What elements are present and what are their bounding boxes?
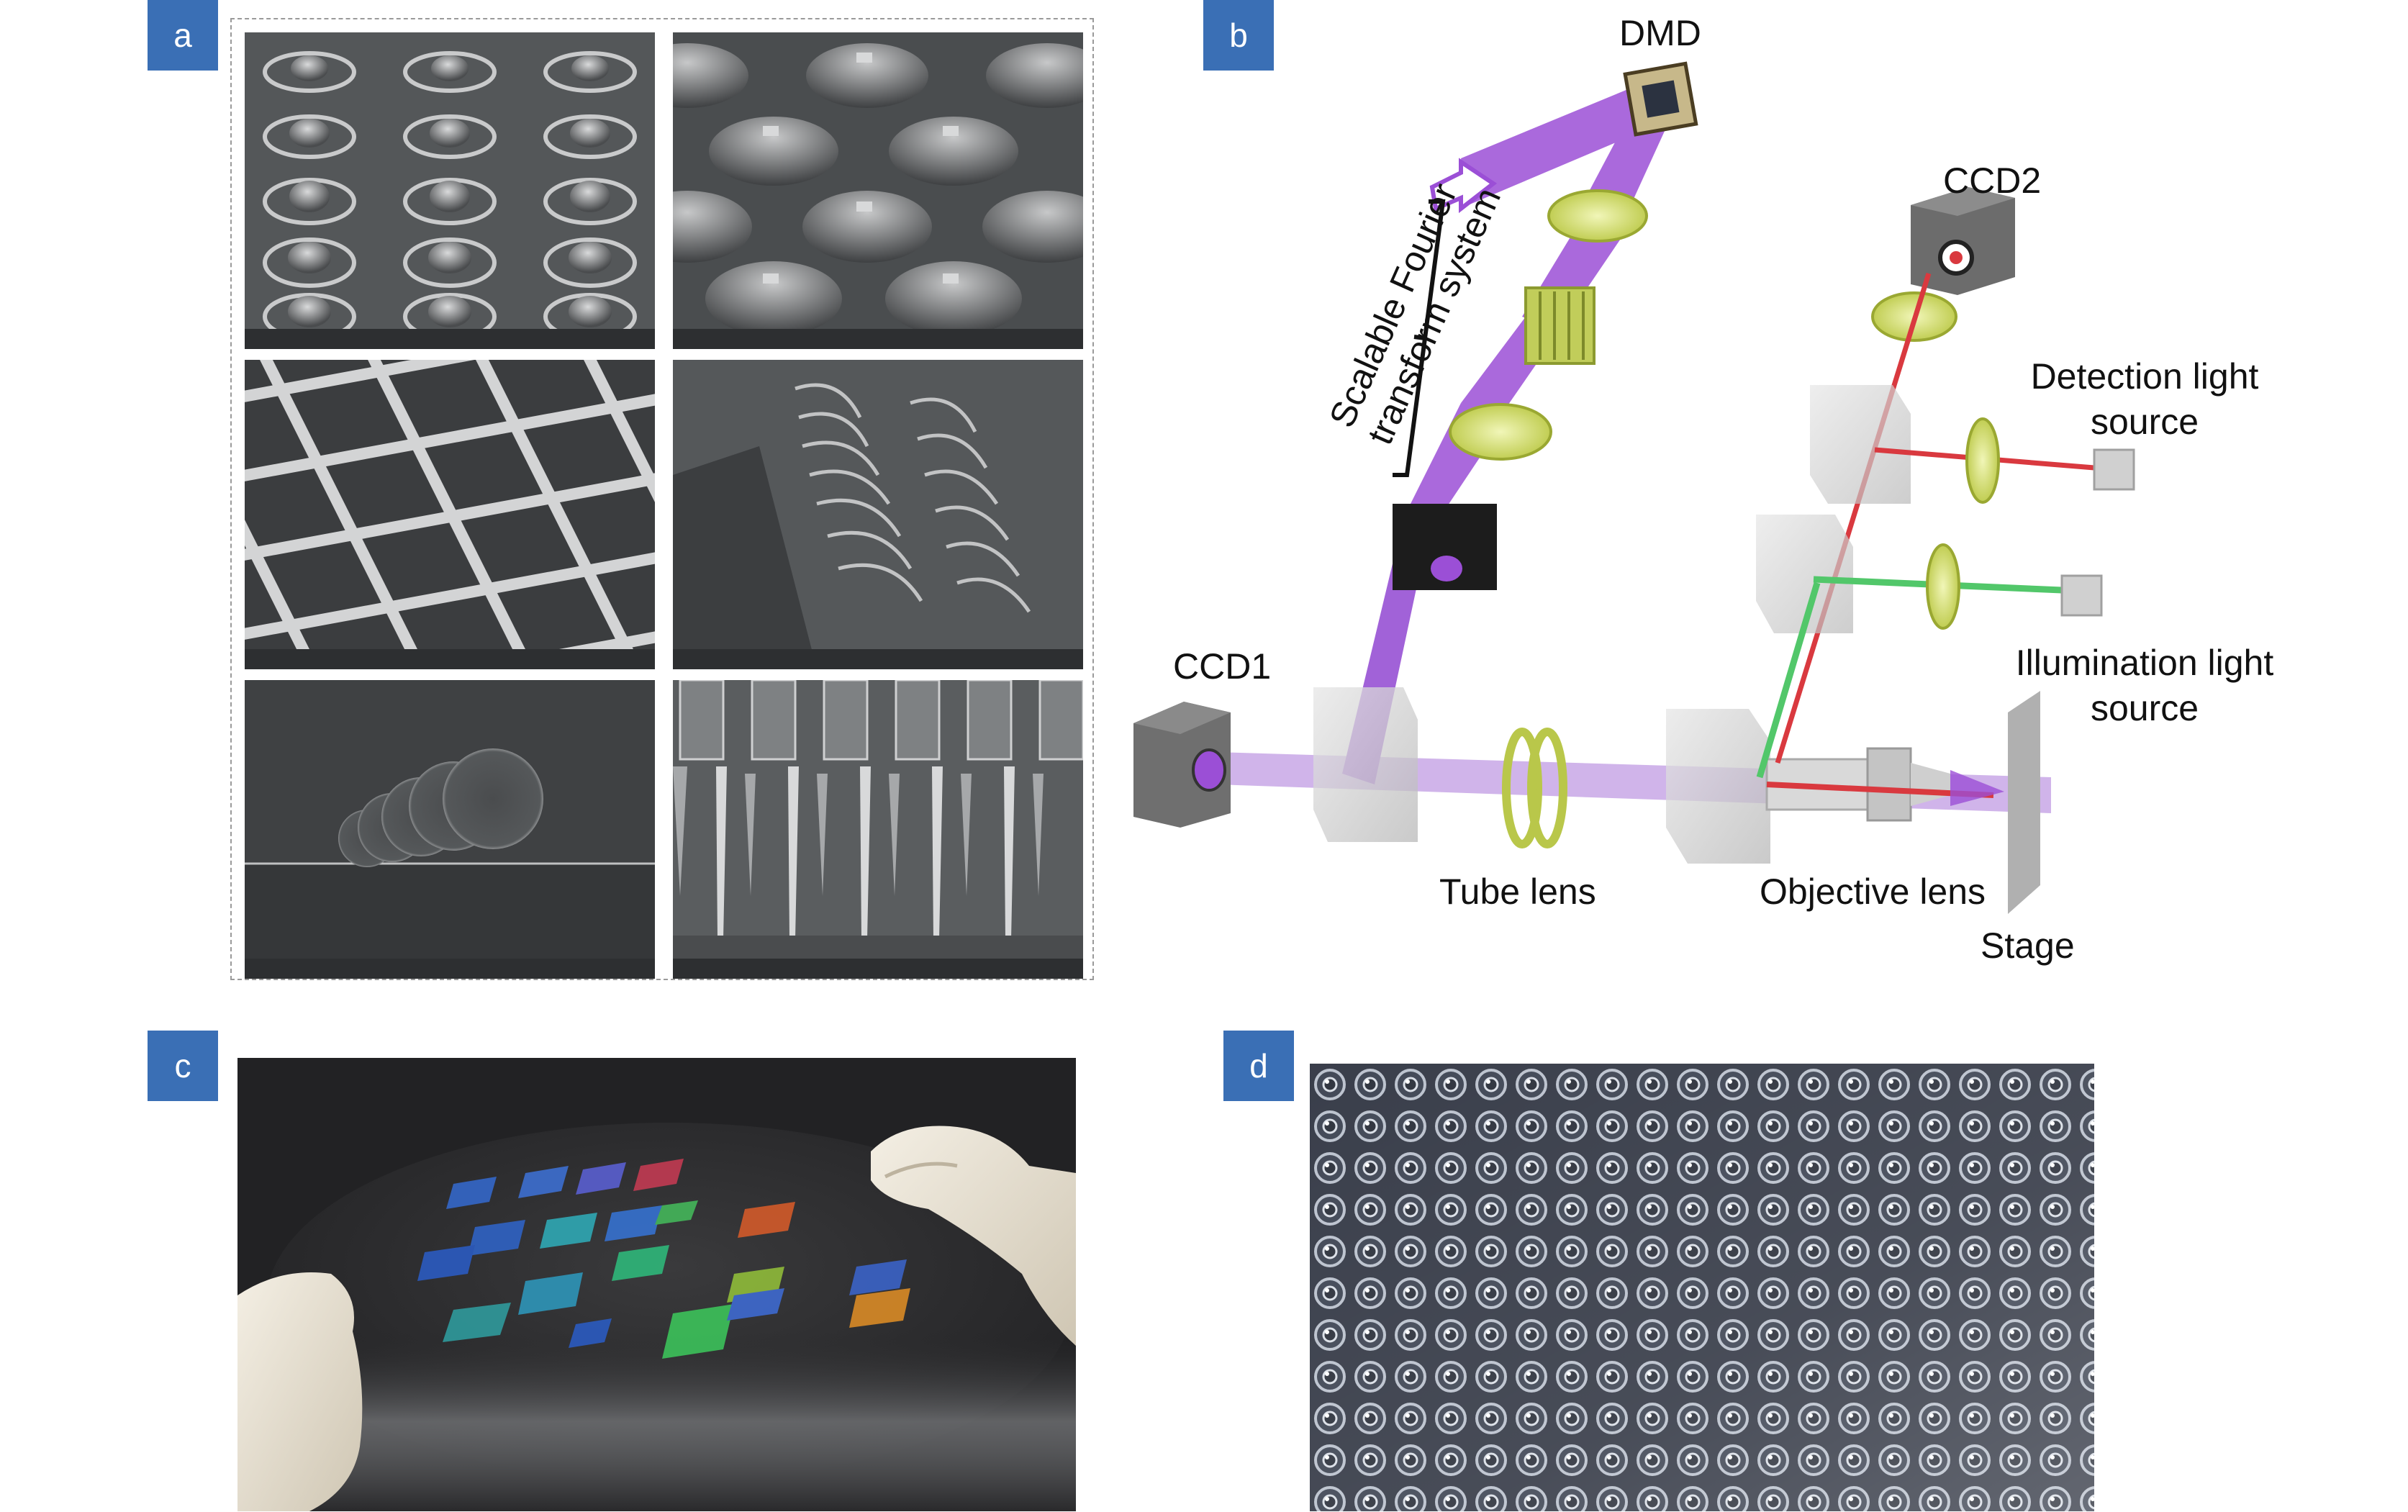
panel-label-b: b	[1203, 0, 1274, 71]
label-stage: Stage	[1981, 925, 2075, 966]
panel-label-a: a	[148, 0, 218, 71]
label-objective-lens: Objective lens	[1760, 872, 1986, 912]
label-ccd1: CCD1	[1173, 646, 1272, 687]
label-dmd: DMD	[1619, 13, 1701, 53]
optical-setup-diagram: DMD CCD2 CCD1 Detection light source Ill…	[1123, 0, 2274, 979]
label-illumination-line2: source	[2090, 687, 2199, 728]
sem-image-lattice	[245, 360, 655, 669]
panel-label-d: d	[1223, 1031, 1294, 1101]
label-detection-line2: source	[2090, 401, 2199, 442]
sem-image-layered-fins	[673, 360, 1083, 669]
label-detection-line1: Detection light	[2030, 356, 2259, 397]
sem-image-spheres	[245, 680, 655, 979]
panel-label-c: c	[148, 1031, 218, 1101]
label-illumination-line1: Illumination light	[2015, 643, 2274, 683]
panel-a-frame	[230, 18, 1094, 980]
label-illumination-source: Illumination light source	[1986, 640, 2303, 730]
sem-image-spikes	[673, 680, 1083, 979]
photo-microwell-array	[1310, 1064, 2094, 1511]
photo-hands-wafer	[237, 1058, 1076, 1511]
sem-image-large-domes	[673, 32, 1083, 349]
label-tube-lens: Tube lens	[1439, 872, 1596, 912]
label-ccd2: CCD2	[1943, 160, 2042, 201]
label-detection-source: Detection light source	[2008, 354, 2281, 444]
sem-image-domes-rings	[245, 32, 655, 349]
